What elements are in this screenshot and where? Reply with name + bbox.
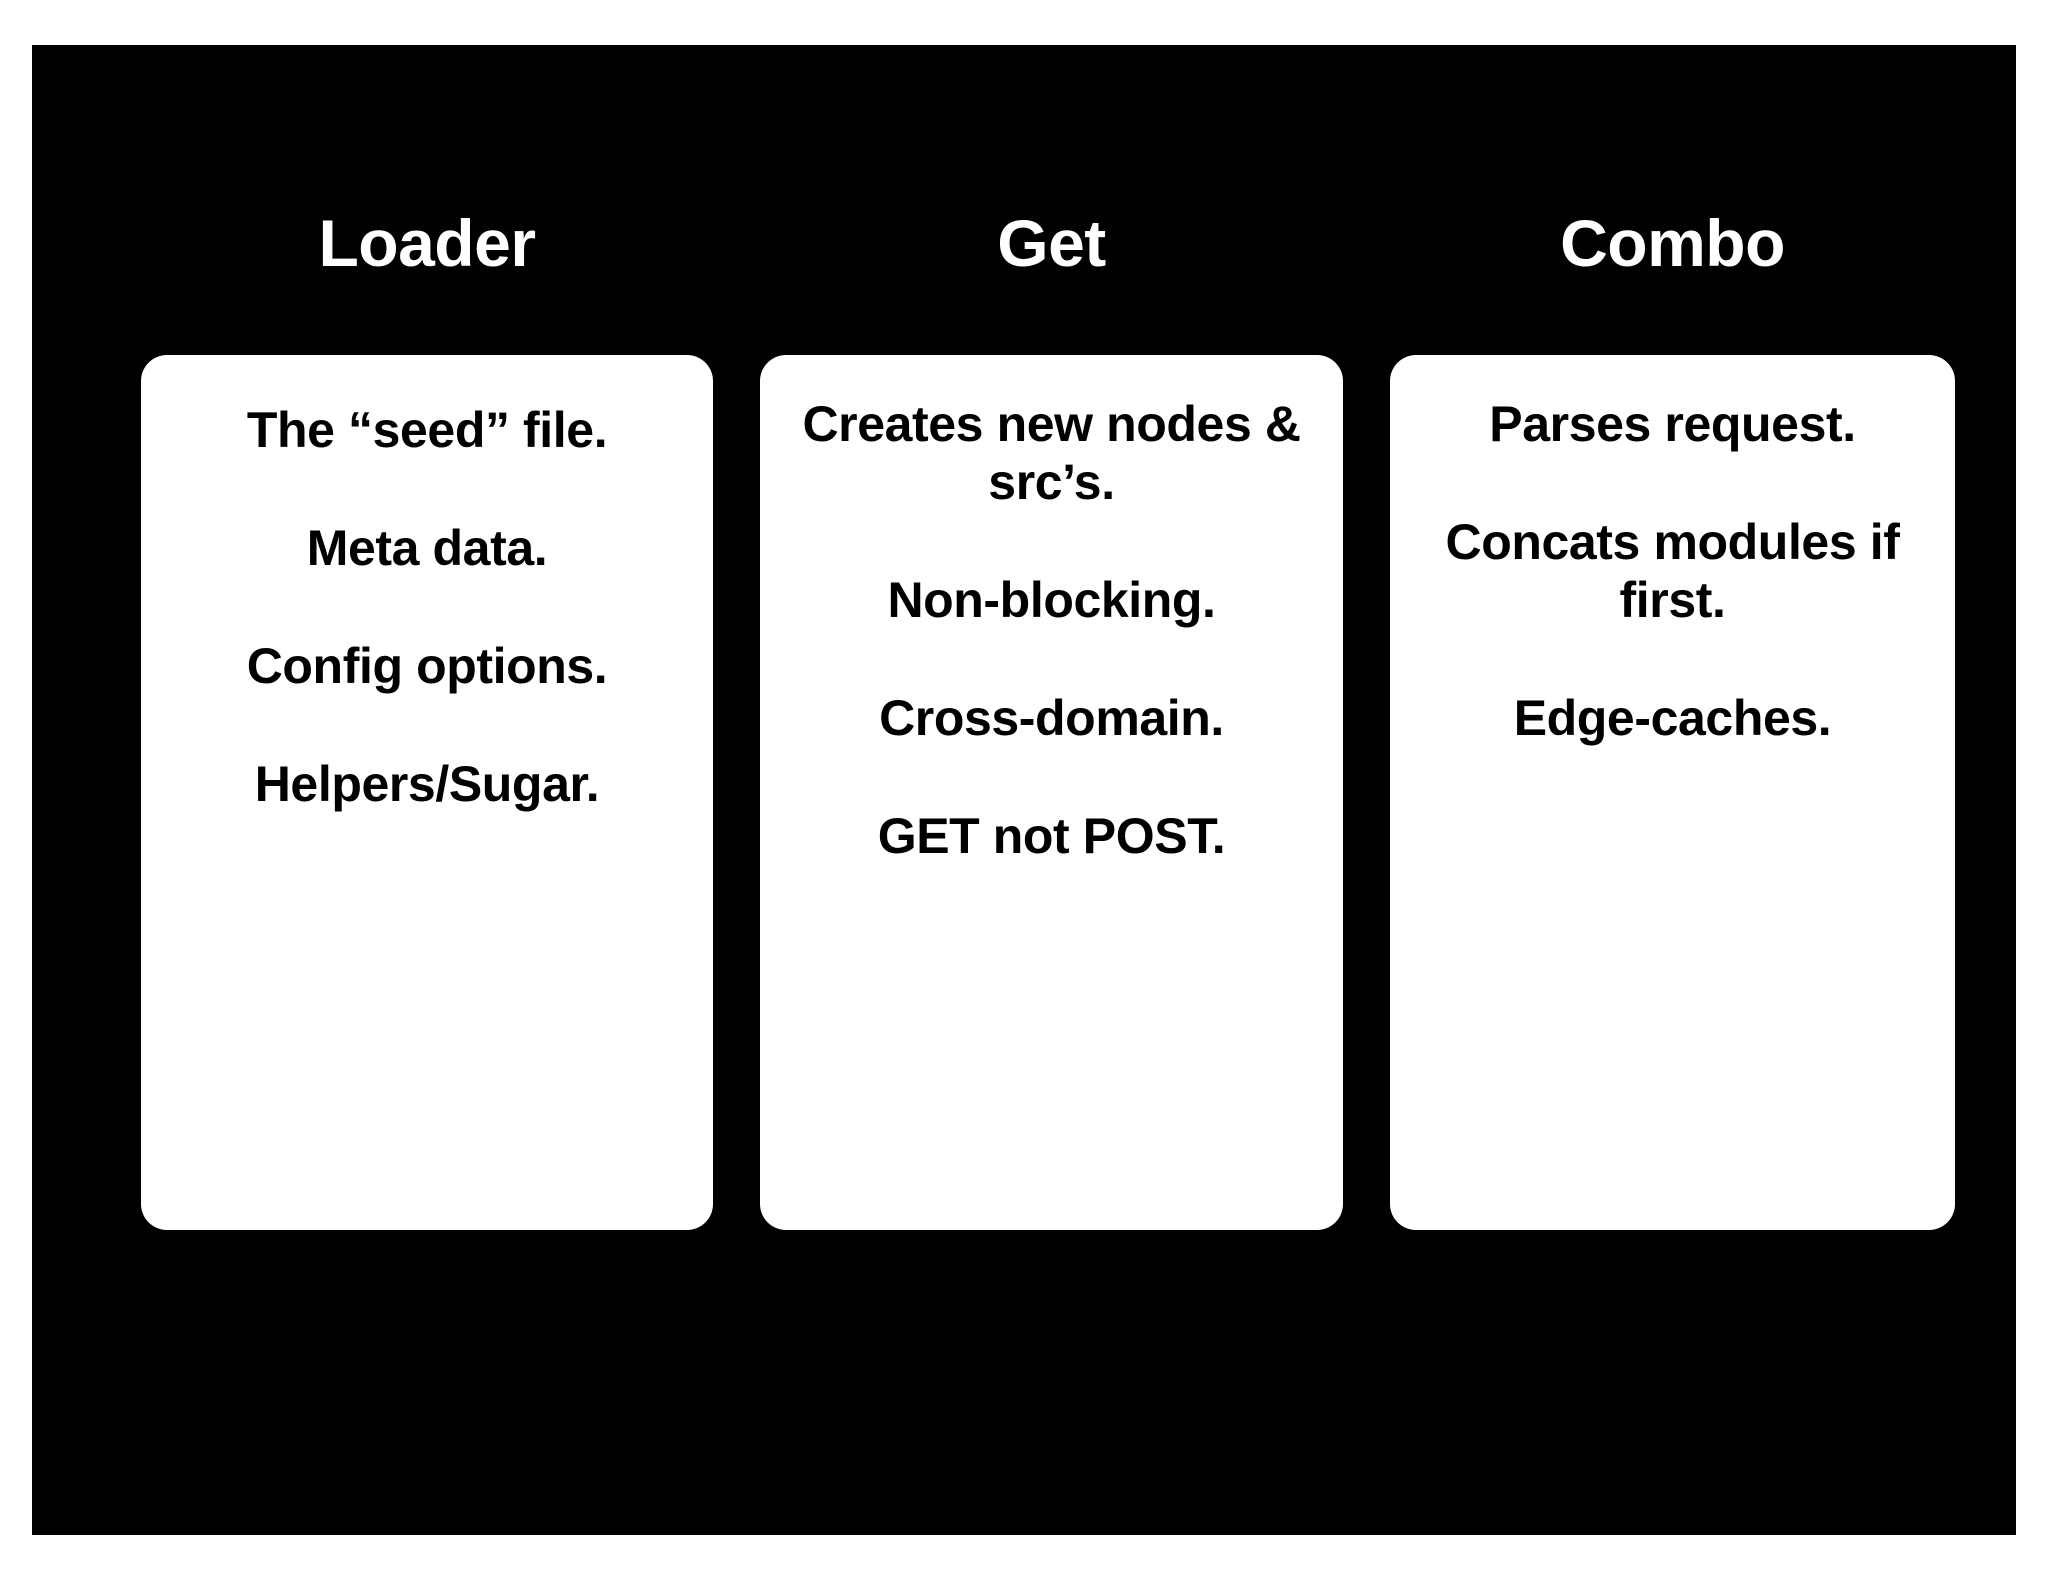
card-combo: Parses request. Concats modules if first… xyxy=(1390,355,1955,1230)
card-line: Concats modules if first. xyxy=(1445,514,1900,628)
card-loader: The “seed” file. Meta data. Config optio… xyxy=(141,355,713,1230)
slide-canvas: Loader The “seed” file. Meta data. Confi… xyxy=(32,45,2016,1535)
card-line: Helpers/Sugar. xyxy=(254,756,600,812)
column-title-loader: Loader xyxy=(318,206,536,280)
column-title-combo: Combo xyxy=(1560,206,1785,280)
card-get: Creates new nodes & src’s. Non-blocking.… xyxy=(760,355,1343,1230)
card-line: Config options. xyxy=(246,638,608,694)
card-line: Meta data. xyxy=(306,520,548,576)
card-line: GET not POST. xyxy=(877,808,1226,864)
card-line: Cross-domain. xyxy=(879,690,1224,746)
column-title-get: Get xyxy=(997,206,1106,280)
card-line: Non-blocking. xyxy=(887,572,1216,628)
card-line: Parses request. xyxy=(1489,396,1856,452)
card-line: The “seed” file. xyxy=(246,402,608,458)
card-line: Creates new nodes & src’s. xyxy=(802,396,1301,510)
card-line: Edge-caches. xyxy=(1513,690,1832,746)
